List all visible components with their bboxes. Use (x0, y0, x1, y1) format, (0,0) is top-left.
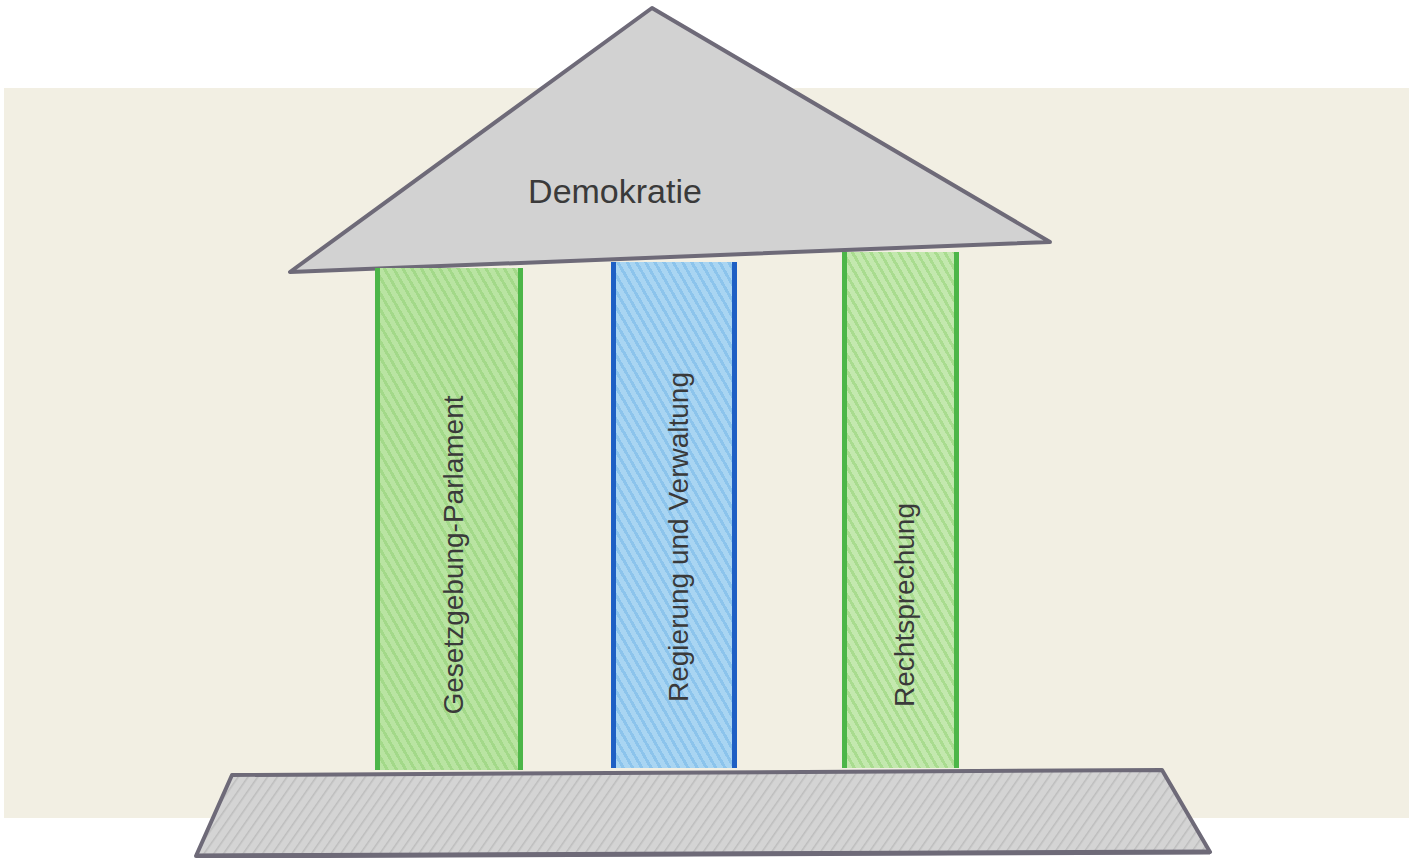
base-slab (196, 770, 1210, 856)
pillar-label: Gesetzgebung-Parlament (439, 395, 470, 714)
base-edge (196, 852, 1210, 856)
pillar-label: Regierung und Verwaltung (664, 372, 695, 702)
pillar-legislative: Gesetzgebung-Parlament (375, 268, 523, 770)
pediment-shape (290, 8, 1050, 272)
pediment: Demokratie (288, 6, 1054, 278)
pediment-outline (288, 6, 1054, 278)
pediment-label: Demokratie (528, 173, 702, 210)
pillar-executive: Regierung und Verwaltung (611, 262, 737, 768)
pillar-label: Rechtsprechung (890, 503, 921, 707)
pillar-judiciary: Rechtsprechung (842, 252, 959, 768)
